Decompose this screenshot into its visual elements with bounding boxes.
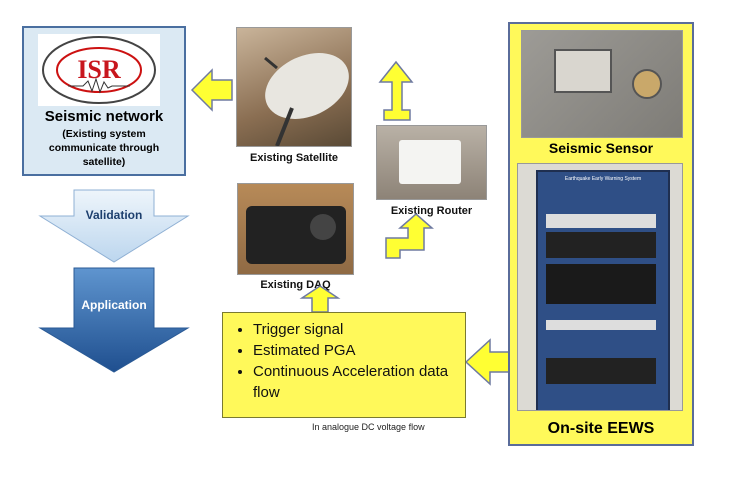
seismic-sensor-label: Seismic Sensor: [548, 140, 654, 156]
router-photo: [376, 125, 487, 200]
validation-label: Validation: [85, 208, 143, 222]
seismic-sensor-photo: [521, 30, 683, 138]
satellite-photo: [236, 27, 352, 147]
daq-label: Existing DAQ: [260, 279, 331, 291]
signal-note: In analogue DC voltage flow: [312, 422, 425, 432]
arrow-satellite-to-network: [190, 68, 233, 112]
seismic-network-box: ISR Seismic network (Existing system com…: [22, 26, 186, 176]
cabinet-label: Earthquake Early Warning System: [564, 176, 642, 182]
isr-logo: ISR: [38, 34, 160, 106]
application-label: Application: [81, 298, 147, 312]
eews-panel: Seismic Sensor Earthquake Early Warning …: [508, 22, 694, 446]
flow-arrows: [38, 189, 190, 373]
arrow-daq-to-router: [385, 213, 434, 259]
seismic-network-subtitle: (Existing system communicate through sat…: [48, 128, 160, 168]
signals-box: Trigger signal Estimated PGA Continuous …: [222, 312, 466, 418]
signal-item: Continuous Acceleration data flow: [253, 361, 457, 403]
daq-photo: [237, 183, 354, 275]
application-arrow: [38, 267, 190, 373]
seismic-network-title: Seismic network: [44, 108, 164, 125]
router-label: Existing Router: [390, 205, 473, 217]
signal-item: Trigger signal: [253, 319, 457, 340]
validation-arrow: [38, 189, 190, 263]
svg-text:ISR: ISR: [77, 55, 121, 84]
satellite-label: Existing Satellite: [249, 152, 339, 164]
signal-item: Estimated PGA: [253, 340, 457, 361]
arrow-router-to-satellite: [378, 60, 414, 121]
eews-cabinet-photo: Earthquake Early Warning System: [517, 163, 683, 411]
eews-label: On-site EEWS: [547, 420, 655, 437]
arrow-signals-to-daq: [299, 285, 341, 313]
